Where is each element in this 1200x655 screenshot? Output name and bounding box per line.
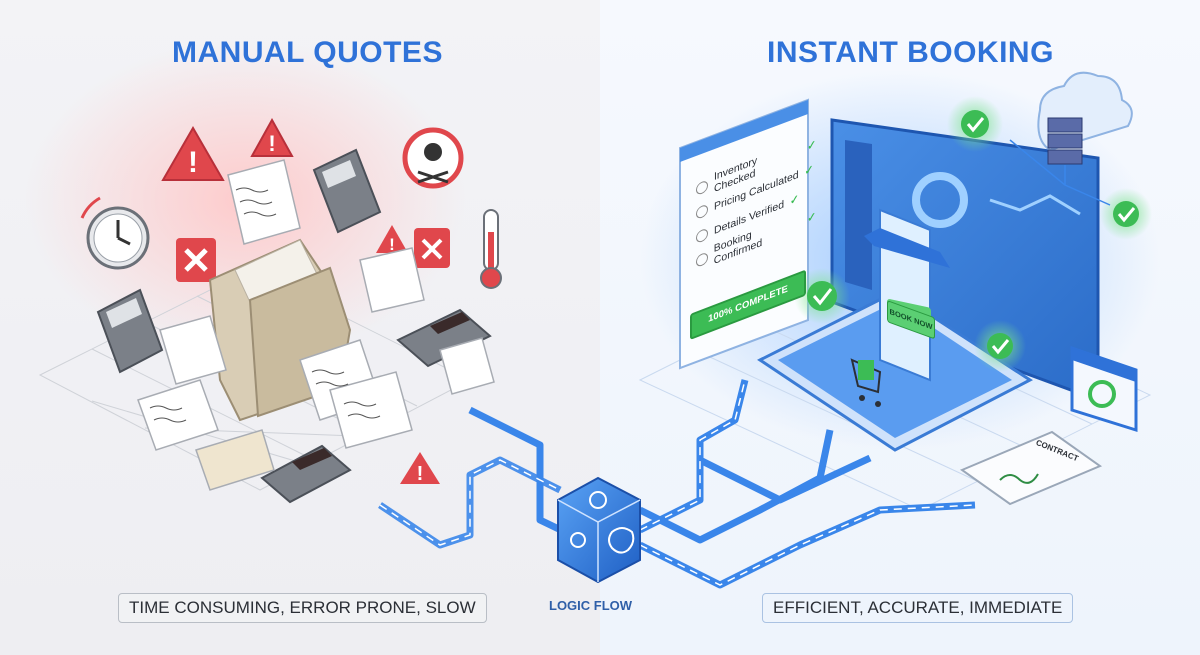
brain-icon: [608, 527, 635, 554]
calculator-icon: [260, 444, 352, 504]
network-lines: [1009, 139, 1111, 206]
checkmark-icon: ✓: [807, 209, 816, 226]
logic-flow-label: LOGIC FLOW: [549, 598, 633, 613]
checkbox-icon: [696, 203, 708, 220]
warning-icon: !: [400, 452, 440, 485]
checkmark-icon: ✓: [804, 162, 814, 179]
checkmark-icon: [974, 320, 1026, 372]
scattered-papers: [137, 159, 495, 491]
logic-cube: [557, 476, 641, 584]
calendar-icon: [1070, 345, 1138, 433]
calculator-icon: [396, 308, 492, 368]
checkbox-icon: [696, 251, 708, 268]
logic-flow-highlights: [379, 379, 976, 586]
svg-text:!: !: [389, 235, 395, 254]
warning-icon: !: [161, 125, 225, 181]
thermometer-icon: [480, 209, 502, 289]
cart-icon: [850, 358, 882, 407]
skull-icon: [402, 127, 464, 189]
calculator-icon: [96, 288, 164, 374]
contract-document: [959, 430, 1103, 506]
instant-booking-title: INSTANT BOOKING: [767, 36, 1054, 69]
server-icon: [1047, 117, 1083, 165]
paper-scribbles: [149, 187, 381, 423]
calculator-icon: [312, 148, 382, 234]
checkmark-icon: [947, 96, 1003, 152]
svg-text:!: !: [188, 146, 198, 179]
right-caption: EFFICIENT, ACCURATE, IMMEDIATE: [762, 593, 1074, 623]
tablet-device: [757, 290, 1033, 452]
clock-icon: [80, 196, 150, 270]
checkmark-icon: ✓: [807, 137, 816, 154]
warning-icon: !: [376, 225, 408, 254]
checkmark-icon: ✓: [790, 192, 799, 208]
error-x-icon: [414, 228, 450, 268]
warning-icon: !: [250, 117, 294, 157]
checkbox-icon: [696, 179, 708, 196]
svg-text:!: !: [417, 463, 424, 485]
error-x-icon: [176, 238, 216, 282]
left-caption: TIME CONSUMING, ERROR PRONE, SLOW: [118, 593, 487, 623]
checkmark-icon: [794, 268, 850, 324]
checkmark-icon: [1100, 188, 1152, 240]
gear-icon: [570, 491, 607, 548]
svg-text:!: !: [268, 131, 275, 156]
manual-quotes-title: MANUAL QUOTES: [172, 36, 443, 69]
checkbox-icon: [696, 227, 708, 244]
